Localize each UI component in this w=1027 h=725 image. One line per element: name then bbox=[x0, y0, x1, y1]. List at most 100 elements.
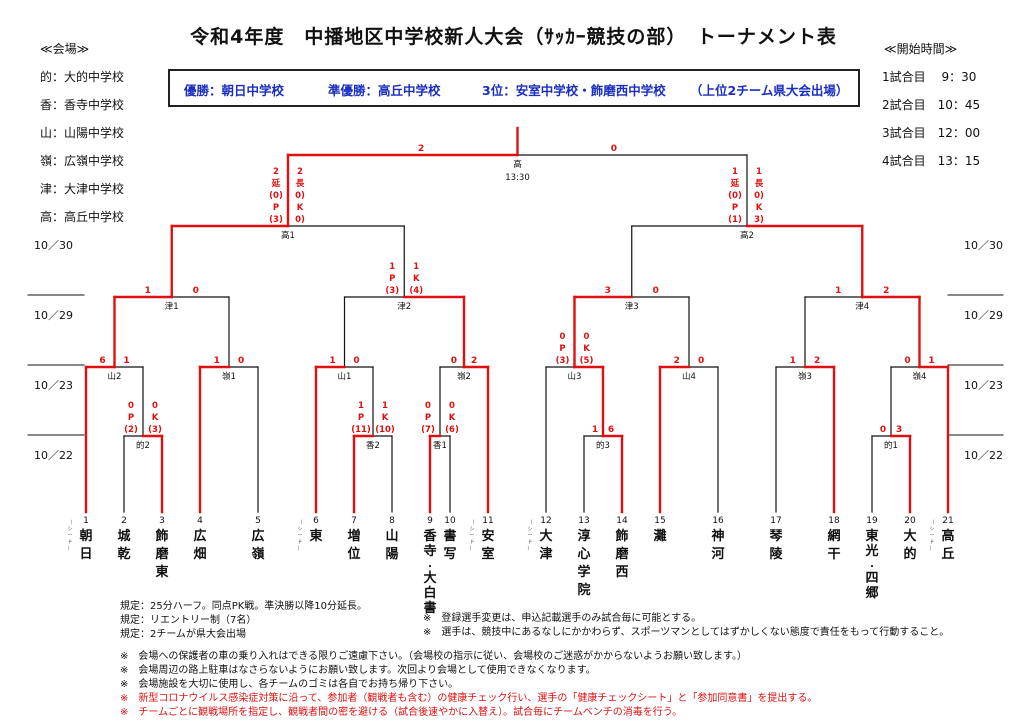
team-number: 10 bbox=[444, 516, 456, 526]
rule-note: 規定：リエントリー制（7名） bbox=[120, 615, 257, 626]
notice-red: ※ チームごとに観戦場所を指定し、観戦者間の密を避ける（試合後速やかに入替え）。… bbox=[120, 707, 683, 718]
match-venue-label: 嶺3 bbox=[798, 372, 812, 382]
team-name-char: 網 bbox=[827, 528, 840, 544]
pk-score-left: (11) bbox=[351, 425, 371, 435]
match-venue-label: 高2 bbox=[740, 230, 754, 241]
pk-score-left: (0) bbox=[728, 191, 742, 201]
team-number: 11 bbox=[482, 516, 493, 526]
seed-mark: ー bbox=[527, 533, 532, 539]
team-number: 6 bbox=[313, 516, 319, 526]
match-venue-label: 的1 bbox=[884, 440, 898, 451]
rule-note-right: ※ 登録選手変更は、申込記載選手のみ試合毎に可能とする。 bbox=[423, 613, 702, 624]
score-left: 6 bbox=[99, 356, 105, 366]
pk-score-left: (0) bbox=[269, 191, 283, 201]
seed-mark: （ bbox=[67, 520, 72, 526]
pk-score-right: 0) bbox=[754, 191, 764, 201]
pk-score-right: (3) bbox=[148, 425, 162, 435]
score-right: 0 bbox=[611, 144, 617, 154]
match-venue-label: 嶺2 bbox=[457, 372, 471, 382]
third-place-text: 3位：安室中学校・飾磨西中学校 bbox=[482, 83, 666, 98]
venue-item: 津：大津中学校 bbox=[40, 182, 125, 196]
team-name-char: 大 bbox=[539, 528, 552, 544]
team-name-char: 津 bbox=[539, 546, 552, 562]
team-name-char: 学 bbox=[577, 564, 590, 580]
round-date-left: 10／30 bbox=[34, 239, 73, 252]
pk-score-right: 0) bbox=[295, 191, 305, 201]
team-name-char: 広 bbox=[193, 528, 206, 544]
pk-score-left: (1) bbox=[728, 215, 742, 225]
team-name-char: 写 bbox=[443, 547, 456, 562]
pk-score-left: 延 bbox=[730, 178, 740, 189]
rule-note: 規定：2チームが県大会出場 bbox=[120, 629, 247, 640]
round-date-right: 10／30 bbox=[964, 239, 1003, 252]
match-venue-label: 山3 bbox=[568, 371, 582, 382]
notice: ※ 会場施設を大切に使用し、各チームのゴミは各自でお持ち帰り下さい。 bbox=[120, 679, 459, 690]
pk-score-left: (7) bbox=[421, 425, 435, 435]
pk-score-right: (4) bbox=[409, 286, 423, 296]
seed-mark: シ bbox=[929, 527, 934, 533]
venue-item: 的：大的中学校 bbox=[40, 70, 125, 84]
team-name-char: 大 bbox=[423, 570, 436, 586]
pk-score-right: (10) bbox=[375, 425, 395, 435]
score-right: 2 bbox=[814, 356, 820, 366]
team-name-char: 日 bbox=[79, 547, 92, 562]
pk-score-right: 0 bbox=[449, 401, 455, 411]
venue-item: 高：高丘中学校 bbox=[40, 210, 125, 224]
match-venue-label: 津3 bbox=[625, 301, 639, 312]
team-number: 14 bbox=[616, 516, 628, 526]
team-number: 4 bbox=[197, 516, 203, 526]
score-right: 0 bbox=[353, 356, 359, 366]
team-name-char: 心 bbox=[577, 547, 590, 562]
score-left: 0 bbox=[451, 356, 457, 366]
seed-mark: ） bbox=[929, 546, 934, 552]
team-name-char: 山 bbox=[385, 528, 398, 544]
team-number: 2 bbox=[121, 516, 127, 526]
round-date-left: 10／29 bbox=[34, 309, 73, 322]
seed-mark: シ bbox=[469, 527, 474, 533]
score-left: 1 bbox=[145, 286, 151, 296]
team-name-char: 丘 bbox=[941, 547, 954, 562]
pk-score-right: K bbox=[382, 413, 389, 423]
team-number: 16 bbox=[712, 516, 724, 526]
pk-score-left: (3) bbox=[385, 286, 399, 296]
score-right: 3 bbox=[896, 425, 902, 435]
rule-note-right: ※ 選手は、競技中にあるなしにかかわらず、スポーツマンとしてはずかしくない態度で… bbox=[423, 627, 950, 638]
match-venue-label: 香1 bbox=[433, 440, 447, 451]
seed-mark: ー bbox=[297, 533, 302, 539]
pk-score-right: 0 bbox=[584, 332, 590, 342]
team-name-char: 安 bbox=[481, 528, 494, 544]
pk-score-left: 2 bbox=[273, 167, 279, 177]
team-name-char: 高 bbox=[941, 528, 954, 544]
pk-score-left: P bbox=[128, 413, 134, 423]
team-number: 18 bbox=[828, 516, 840, 526]
team-name-char: 東 bbox=[309, 528, 322, 544]
score-right: 1 bbox=[928, 356, 934, 366]
results-banner: 優勝：朝日中学校 準優勝：高丘中学校 3位：安室中学校・飾磨西中学校 （上位2チ… bbox=[168, 69, 860, 107]
team-number: 21 bbox=[942, 516, 953, 526]
pk-score-right: 長 bbox=[296, 178, 305, 189]
pk-score-right: 長 bbox=[755, 178, 764, 189]
pk-score-right: 1 bbox=[413, 262, 419, 272]
score-left: 2 bbox=[674, 356, 680, 366]
team-name-char: 陵 bbox=[769, 546, 783, 562]
seed-mark: ー bbox=[67, 533, 72, 539]
match-venue-label: 津2 bbox=[397, 301, 411, 312]
pk-score-right: K bbox=[756, 203, 763, 213]
score-right: 2 bbox=[883, 286, 889, 296]
seed-mark: （ bbox=[929, 520, 934, 526]
team-name-char: 飾 bbox=[615, 528, 628, 544]
match-venue-label: 的3 bbox=[596, 440, 610, 451]
match-venue-label: 高 bbox=[513, 159, 522, 170]
team-name-char: 寺 bbox=[423, 543, 436, 559]
venue-item: 嶺：広嶺中学校 bbox=[40, 154, 125, 168]
pk-score-left: 1 bbox=[358, 401, 364, 411]
pk-score-left: P bbox=[732, 203, 738, 213]
round-date-right: 10／29 bbox=[964, 309, 1003, 322]
notice: ※ 会場周辺の路上駐車はなさらないようにお願い致します。次回より会場として使用で… bbox=[120, 665, 596, 676]
team-name-char: 東 bbox=[155, 564, 168, 580]
page-title: 令和4年度 中播地区中学校新人大会（ｻｯｶｰ競技の部） トーナメント表 bbox=[190, 26, 837, 48]
team-name-char: 的 bbox=[903, 546, 916, 562]
match-venue-label: 的2 bbox=[136, 440, 150, 451]
score-left: 2 bbox=[418, 144, 424, 154]
